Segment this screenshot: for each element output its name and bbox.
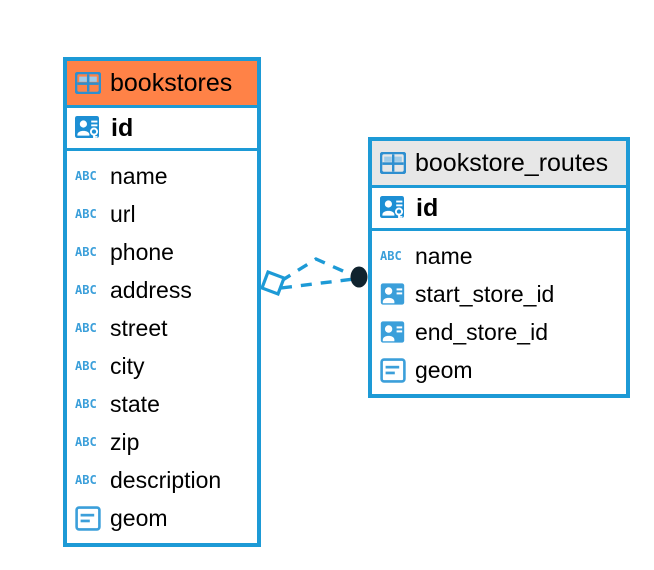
entity-table-bookstores[interactable]: bookstores id ABC name ABC url <box>63 57 261 547</box>
abc-icon: ABC <box>75 435 97 449</box>
table-grid-icon <box>75 72 101 94</box>
field-list-bookstores: ABC name ABC url ABC phone ABC address A… <box>67 151 257 541</box>
field-row-name[interactable]: ABC name <box>372 237 626 275</box>
primary-key-label-bookstores: id <box>111 113 134 142</box>
abc-icon: ABC <box>75 245 97 259</box>
geometry-icon <box>75 505 101 531</box>
relationship-line-upper <box>280 257 355 283</box>
entity-title-bookstores: bookstores <box>110 68 233 97</box>
field-label-name: name <box>110 162 168 189</box>
field-row-geom[interactable]: geom <box>372 351 626 389</box>
field-label-start-store-id: start_store_id <box>415 280 555 307</box>
field-row-zip[interactable]: ABC zip <box>67 423 257 461</box>
entity-table-bookstore-routes[interactable]: bookstore_routes id ABC name <box>368 137 630 398</box>
primary-key-icon <box>75 116 99 140</box>
field-row-street[interactable]: ABC street <box>67 309 257 347</box>
field-label-geom: geom <box>415 356 473 383</box>
foreign-key-icon <box>380 321 405 343</box>
filled-circle-marker <box>350 266 368 288</box>
field-label-url: url <box>110 200 136 227</box>
field-label-address: address <box>110 276 192 303</box>
field-label-zip: zip <box>110 428 140 455</box>
entity-header-bookstores[interactable]: bookstores <box>67 61 257 105</box>
primary-key-icon <box>380 196 404 220</box>
abc-icon: ABC <box>75 283 97 297</box>
field-row-description[interactable]: ABC description <box>67 461 257 499</box>
rotated-square-marker <box>259 269 287 297</box>
field-row-end-store-id[interactable]: end_store_id <box>372 313 626 351</box>
geometry-icon <box>380 357 406 383</box>
abc-icon: ABC <box>75 169 97 183</box>
field-row-state[interactable]: ABC state <box>67 385 257 423</box>
field-label-end-store-id: end_store_id <box>415 318 548 345</box>
field-list-bookstore-routes: ABC name start_store_id <box>372 231 626 393</box>
field-row-url[interactable]: ABC url <box>67 195 257 233</box>
field-label-geom: geom <box>110 504 168 531</box>
field-label-street: street <box>110 314 168 341</box>
entity-title-bookstore-routes: bookstore_routes <box>415 148 609 177</box>
abc-icon: ABC <box>75 321 97 335</box>
abc-icon: ABC <box>75 473 97 487</box>
field-row-name[interactable]: ABC name <box>67 157 257 195</box>
relationship-line-lower <box>280 277 355 290</box>
table-grid-icon <box>380 152 406 174</box>
primary-key-row-bookstores[interactable]: id <box>67 105 257 151</box>
abc-icon: ABC <box>380 249 402 263</box>
abc-icon: ABC <box>75 359 97 373</box>
field-label-name: name <box>415 242 473 269</box>
entity-header-bookstore-routes[interactable]: bookstore_routes <box>372 141 626 185</box>
field-label-phone: phone <box>110 238 174 265</box>
abc-icon: ABC <box>75 207 97 221</box>
field-label-description: description <box>110 466 222 493</box>
field-row-city[interactable]: ABC city <box>67 347 257 385</box>
field-label-state: state <box>110 390 160 417</box>
field-label-city: city <box>110 352 145 379</box>
primary-key-label-bookstore-routes: id <box>416 193 439 222</box>
foreign-key-icon <box>380 283 405 305</box>
field-row-address[interactable]: ABC address <box>67 271 257 309</box>
abc-icon: ABC <box>75 397 97 411</box>
field-row-phone[interactable]: ABC phone <box>67 233 257 271</box>
primary-key-row-bookstore-routes[interactable]: id <box>372 185 626 231</box>
field-row-start-store-id[interactable]: start_store_id <box>372 275 626 313</box>
field-row-geom[interactable]: geom <box>67 499 257 537</box>
